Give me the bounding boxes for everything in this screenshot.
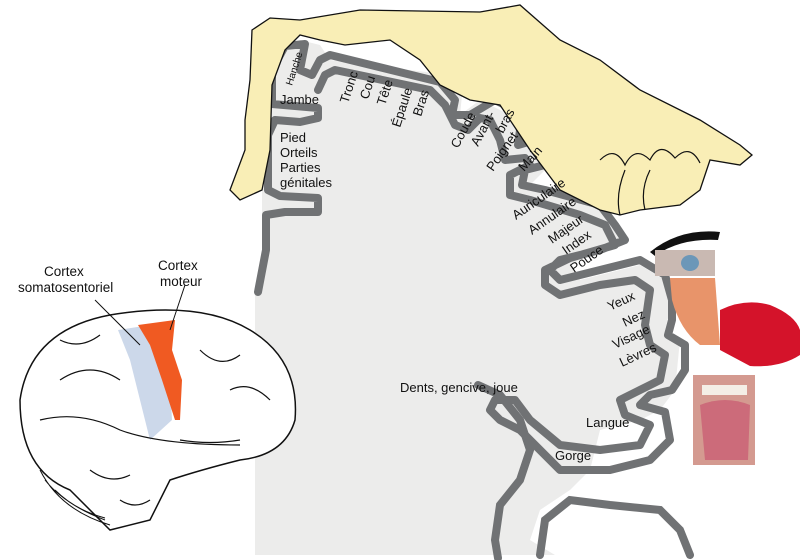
label-motor-cortex-1: Cortex [158, 258, 198, 273]
label-orteils: Orteils [280, 145, 318, 160]
sensory-pointer-line [94, 299, 141, 346]
label-sensory-cortex-1: Cortex [44, 264, 84, 279]
homunculus-body [229, 4, 754, 216]
eye-iris [681, 255, 699, 271]
cortex-section [255, 40, 680, 555]
label-pied: Pied [280, 130, 306, 145]
label-dents: Dents, gencive, joue [400, 380, 518, 395]
label-cou: Cou [357, 74, 379, 101]
label-jambe: Jambe [280, 92, 319, 107]
eyebrow-image [650, 231, 720, 256]
nose-image [670, 278, 720, 345]
cortex-outline [254, 40, 689, 474]
tongue-image [700, 400, 750, 460]
label-genitales: génitales [280, 175, 333, 190]
insula-outline [536, 495, 694, 559]
finger-outlines [599, 148, 701, 216]
motor-pointer-line [169, 284, 186, 331]
lips-image [720, 302, 800, 367]
label-sensory-cortex-2: somatosentoriel [18, 280, 113, 295]
label-langue: Langue [586, 415, 629, 430]
motor-cortex-strip [138, 320, 182, 420]
label-motor-cortex-2: moteur [160, 274, 203, 289]
brain-sulci [39, 334, 271, 506]
label-parties: Parties [280, 160, 321, 175]
cerebellum [39, 469, 111, 526]
label-gorge: Gorge [555, 448, 591, 463]
teeth-image [702, 385, 747, 395]
temporal-gyrus-outline [474, 381, 535, 560]
